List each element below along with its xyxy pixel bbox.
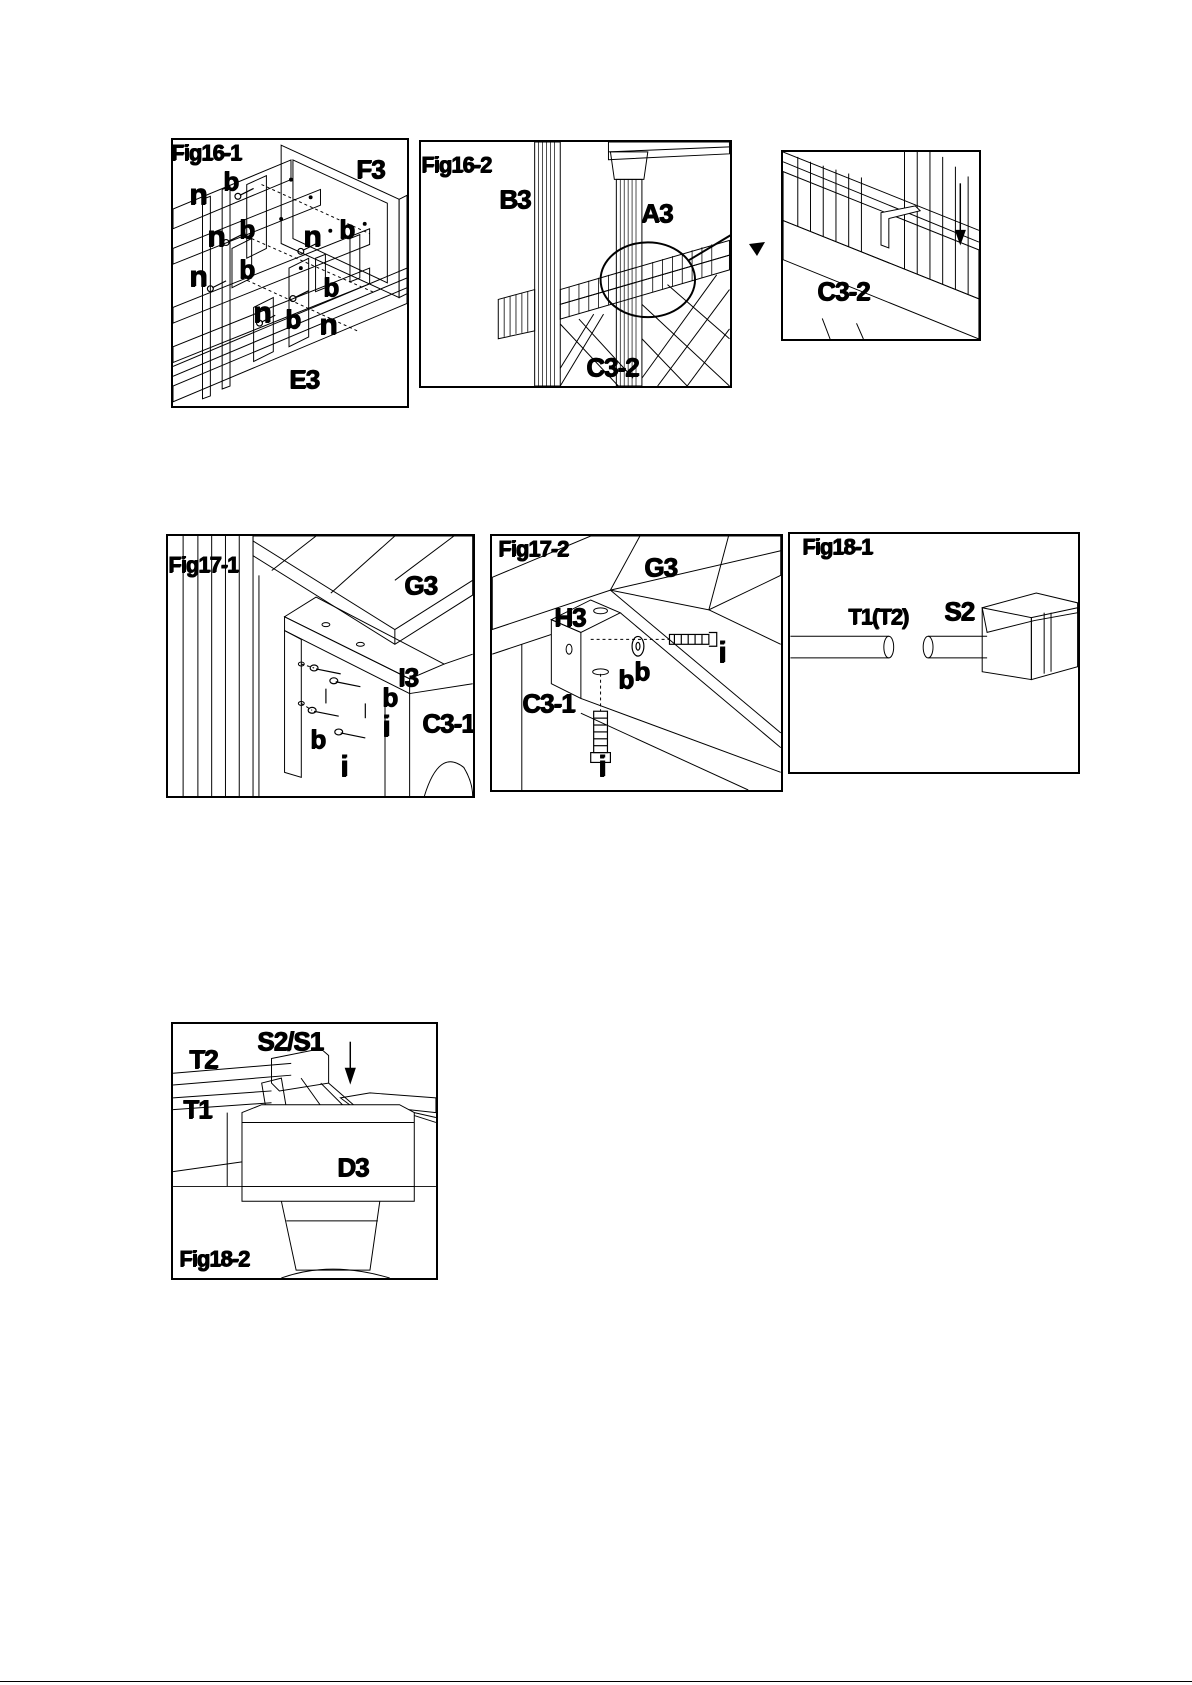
part-g3-label: G3 — [644, 554, 677, 580]
part-t1-label: T1 — [183, 1096, 211, 1122]
fig16-2-detail-panel: C3-2 — [781, 150, 981, 341]
fig17-1-panel: Fig17-1 G3 I3 C3-1 b i b i — [166, 534, 475, 798]
fig18-2-panel: T2 S2/S1 T1 D3 Fig18-2 — [171, 1022, 438, 1280]
part-c3-2-label: C3-2 — [586, 354, 638, 380]
fig17-2-title: Fig17-2 — [498, 538, 568, 560]
hardware-b-label: b — [239, 216, 254, 242]
hardware-i-label: i — [598, 752, 605, 782]
hardware-b-label: b — [618, 666, 633, 692]
hardware-i-label: i — [718, 638, 725, 668]
hardware-n-label: n — [189, 180, 206, 210]
fig17-2-panel: Fig17-2 G3 H3 C3-1 b b i i — [490, 534, 783, 792]
part-g3-label: G3 — [404, 572, 437, 598]
fig16-2-detail-drawing — [783, 152, 979, 339]
part-c3-1-label: C3-1 — [422, 710, 474, 736]
part-e3-label: E3 — [289, 366, 319, 392]
fig18-1-drawing — [790, 534, 1078, 772]
part-t2-label: T2 — [189, 1046, 217, 1072]
hardware-b-label: b — [239, 256, 254, 282]
part-a3-label: A3 — [641, 200, 672, 226]
hardware-n-label: n — [189, 262, 206, 292]
hardware-b-label: b — [323, 274, 338, 300]
part-b3-label: B3 — [499, 186, 530, 212]
fig18-1-title: Fig18-1 — [802, 536, 872, 558]
part-h3-label: H3 — [554, 604, 585, 630]
hardware-b-label: b — [634, 658, 649, 684]
part-i3-label: I3 — [398, 664, 418, 690]
hardware-b-label: b — [310, 726, 325, 752]
fig16-2-title: Fig16-2 — [421, 154, 491, 176]
part-c3-2-label: C3-2 — [817, 278, 869, 304]
part-c3-1-label: C3-1 — [522, 690, 574, 716]
hardware-i-label: i — [382, 712, 389, 742]
fig18-2-title: Fig18-2 — [179, 1248, 249, 1270]
fig16-1-title: Fig16-1 — [171, 142, 241, 164]
hardware-n-label: n — [303, 222, 320, 252]
fig18-1-panel: Fig18-1 T1(T2) S2 — [788, 532, 1080, 774]
hardware-n-label: n — [319, 310, 336, 340]
part-f3-label: F3 — [356, 156, 384, 182]
hardware-b-label: b — [382, 684, 397, 710]
page-bottom-rule — [0, 1681, 1192, 1682]
part-s2-s1-label: S2/S1 — [257, 1028, 323, 1054]
hardware-b-label: b — [223, 168, 238, 194]
fig16-1-panel: Fig16-1 F3 E3 n b n b n b n b n b b n — [171, 138, 409, 408]
part-d3-label: D3 — [337, 1154, 368, 1180]
callout-arrow-icon — [735, 236, 765, 266]
part-s2-label: S2 — [944, 598, 974, 624]
fig16-2-panel: Fig16-2 B3 A3 C3-2 — [419, 140, 732, 388]
hardware-b-label: b — [339, 216, 354, 242]
fig16-2-drawing — [421, 142, 730, 386]
hardware-n-label: n — [207, 222, 224, 252]
part-t1-t2-label: T1(T2) — [848, 606, 908, 628]
fig17-1-title: Fig17-1 — [168, 554, 238, 576]
hardware-b-label: b — [285, 306, 300, 332]
hardware-n-label: n — [253, 298, 270, 328]
hardware-i-label: i — [340, 752, 347, 782]
